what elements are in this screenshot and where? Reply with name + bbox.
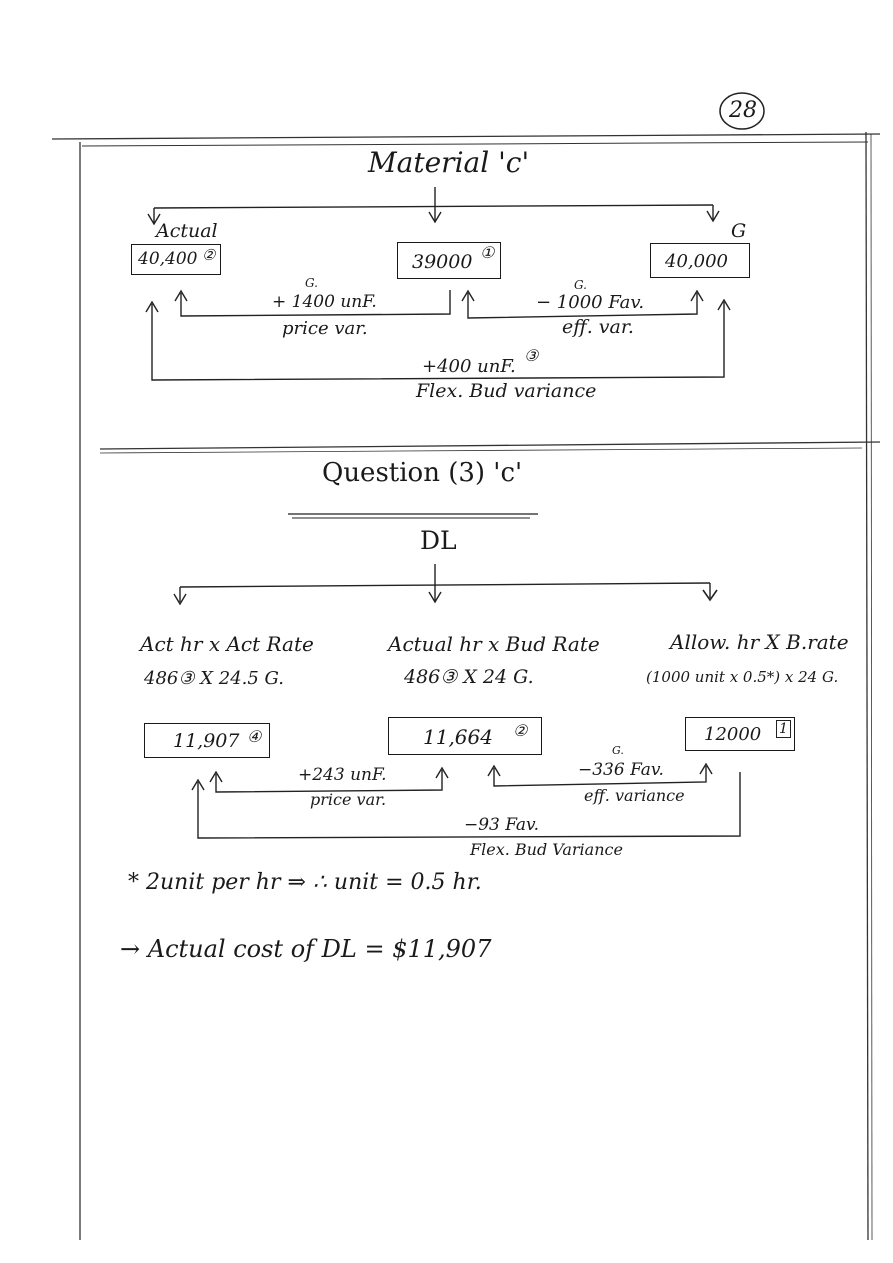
page-number: 28 bbox=[729, 98, 757, 123]
col1-header: Act hr x Act Rate bbox=[140, 632, 314, 656]
col2-header: Actual hr x Bud Rate bbox=[388, 632, 600, 656]
material-price-var-amount: + 1400 unF. bbox=[272, 292, 377, 312]
dl-box-1-value: 11,907 bbox=[173, 730, 240, 752]
col3-header: Allow. hr X B.rate bbox=[670, 630, 849, 654]
col1-formula: 486③ X 24.5 G. bbox=[144, 668, 285, 689]
question-title: Question (3) 'c' bbox=[322, 458, 523, 488]
dl-box-3-marker: 1 bbox=[776, 720, 791, 738]
material-actual-value: 40,400 bbox=[138, 249, 198, 269]
col2-formula: 486③ X 24 G. bbox=[404, 666, 534, 688]
material-title: Material 'c' bbox=[368, 146, 530, 179]
material-right-value: 40,000 bbox=[665, 251, 728, 272]
dl-price-var-amount: +243 unF. bbox=[298, 765, 387, 785]
dl-box-1: 11,907 ④ bbox=[144, 723, 270, 758]
material-eff-var-label: eff. var. bbox=[562, 316, 634, 338]
material-actual-box: 40,400 ② bbox=[131, 244, 221, 275]
actual-label: Actual bbox=[156, 220, 218, 242]
dl-box-3: 12000 1 bbox=[685, 717, 795, 751]
material-flex-var-marker: ③ bbox=[524, 346, 539, 365]
dl-eff-var-g: G. bbox=[612, 744, 624, 757]
dl-eff-var-amount: −336 Fav. bbox=[578, 760, 664, 780]
material-right-box: 40,000 bbox=[650, 243, 750, 278]
dl-box-1-marker: ④ bbox=[247, 727, 262, 746]
col3-formula: (1000 unit x 0.5*) x 24 G. bbox=[646, 668, 839, 686]
material-eff-var-g: G. bbox=[574, 278, 587, 292]
dl-box-2-value: 11,664 bbox=[423, 725, 493, 749]
g-label: G bbox=[731, 220, 747, 242]
material-actual-marker: ② bbox=[202, 246, 216, 264]
material-middle-marker: ① bbox=[480, 243, 495, 262]
material-flex-var-amount: +400 unF. bbox=[422, 356, 516, 377]
material-price-var-label: price var. bbox=[282, 318, 368, 339]
dl-box-2: 11,664 ② bbox=[388, 717, 542, 755]
dl-price-var-label: price var. bbox=[310, 790, 387, 809]
dl-box-3-value: 12000 bbox=[704, 724, 762, 745]
dl-eff-var-label: eff. variance bbox=[584, 786, 685, 805]
material-eff-var-amount: − 1000 Fav. bbox=[536, 292, 645, 313]
material-middle-box: 39000 ① bbox=[397, 242, 501, 279]
note-actual-cost: → Actual cost of DL = $11,907 bbox=[120, 935, 492, 963]
material-middle-value: 39000 bbox=[412, 251, 473, 273]
question-subtitle: DL bbox=[420, 526, 457, 555]
dl-flex-var-amount: −93 Fav. bbox=[464, 815, 540, 835]
material-flex-var-label: Flex. Bud variance bbox=[416, 380, 597, 402]
material-price-var-g: G. bbox=[305, 276, 318, 290]
note-unit-per-hour: * 2unit per hr ⇒ ∴ unit = 0.5 hr. bbox=[128, 870, 482, 895]
dl-box-2-marker: ② bbox=[513, 721, 528, 740]
dl-flex-var-label: Flex. Bud Variance bbox=[470, 840, 623, 859]
